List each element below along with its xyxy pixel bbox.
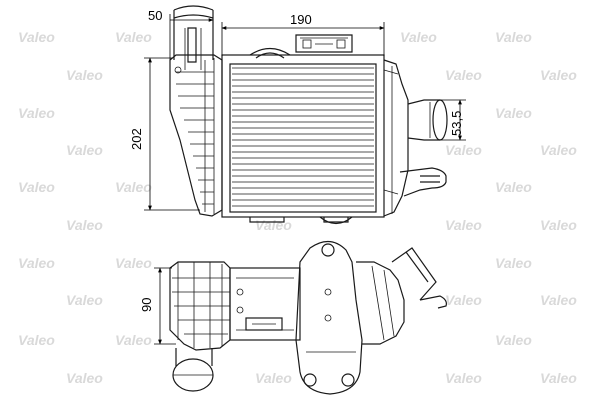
dimension-53-5: 53,5	[440, 99, 466, 141]
side-core	[229, 267, 301, 341]
right-tank	[383, 59, 409, 217]
bottom-tabs	[249, 216, 353, 225]
watermark: Valeo	[18, 332, 55, 348]
watermark: Valeo	[66, 370, 103, 386]
watermark: Valeo	[540, 217, 577, 233]
watermark: Valeo	[445, 217, 482, 233]
watermark: Valeo	[18, 29, 55, 45]
dimension-202: 202	[129, 57, 200, 211]
dimension-190: 190	[221, 12, 385, 56]
side-bracket	[295, 240, 363, 395]
watermark: Valeo	[115, 332, 152, 348]
watermark: Valeo	[495, 179, 532, 195]
watermark: Valeo	[66, 142, 103, 158]
watermark: Valeo	[495, 255, 532, 271]
watermark: Valeo	[115, 29, 152, 45]
watermark: Valeo	[66, 292, 103, 308]
watermark: Valeo	[495, 332, 532, 348]
watermark: Valeo	[255, 217, 292, 233]
dimension-label-core-width: 190	[290, 12, 312, 27]
watermark: Valeo	[18, 105, 55, 121]
top-bracket	[249, 34, 353, 59]
core	[221, 54, 385, 218]
side-outlet	[356, 247, 447, 345]
outlet-pipe	[407, 99, 448, 141]
dimension-label-depth: 90	[139, 298, 154, 312]
watermark: Valeo	[445, 142, 482, 158]
watermark: Valeo	[400, 29, 437, 45]
watermark: Valeo	[115, 255, 152, 271]
watermark: Valeo	[540, 142, 577, 158]
watermark: Valeo	[445, 67, 482, 83]
dimension-label-top-width: 50	[148, 8, 162, 23]
watermark: Valeo	[495, 29, 532, 45]
dimension-label-height: 202	[129, 128, 144, 150]
watermark: Valeo	[540, 292, 577, 308]
watermark: Valeo	[255, 370, 292, 386]
watermark-layer: Valeo Valeo Valeo Valeo Valeo Valeo Vale…	[18, 29, 577, 386]
watermark: Valeo	[18, 179, 55, 195]
dimension-50: 50	[148, 8, 214, 60]
watermark: Valeo	[445, 370, 482, 386]
watermark: Valeo	[540, 67, 577, 83]
core-tubes	[232, 67, 374, 207]
watermark: Valeo	[115, 179, 152, 195]
side-view	[169, 240, 447, 395]
front-view	[169, 5, 448, 225]
watermark: Valeo	[66, 217, 103, 233]
watermark: Valeo	[445, 292, 482, 308]
watermark: Valeo	[495, 105, 532, 121]
dimension-90: 90	[139, 267, 176, 345]
dimension-label-outlet: 53,5	[449, 111, 464, 136]
side-left-tank	[169, 261, 231, 351]
left-tank	[169, 54, 223, 217]
watermark: Valeo	[540, 370, 577, 386]
watermark: Valeo	[66, 67, 103, 83]
mounting-fork	[399, 167, 447, 197]
inlet-pipe	[173, 5, 214, 74]
side-inlet-pipe	[172, 348, 214, 392]
watermark: Valeo	[18, 255, 55, 271]
